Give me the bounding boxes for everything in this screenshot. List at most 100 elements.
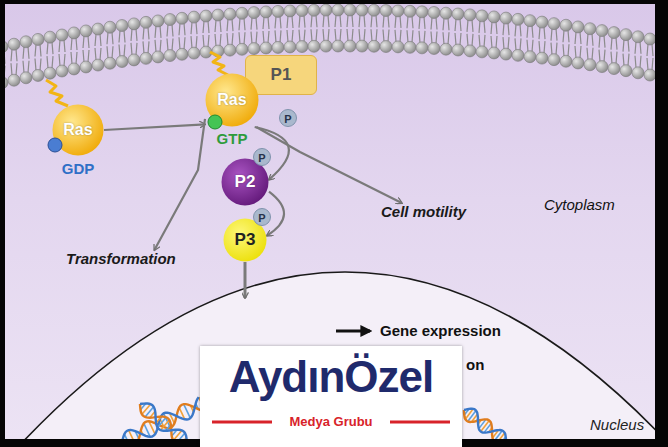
lipid-tail [635,42,636,54]
lipid-head [260,42,272,54]
lipid-tail [40,44,41,56]
lipid-tail [95,48,96,60]
lipid-tail [556,29,557,41]
lipid-tail [491,22,492,34]
lipid-tail [508,37,509,49]
lipid-tail [635,56,636,68]
lipid-head [344,40,356,52]
lipid-tail [16,63,17,75]
lipid-tail [136,43,137,55]
lipid-head [140,52,152,64]
lipid-tail [263,31,264,43]
lipid-tail [424,17,425,29]
lipid-tail [515,38,516,50]
lipid-head [428,6,440,18]
lipid-tail [311,15,312,27]
lipid-head [416,6,428,18]
lipid-head [320,4,332,16]
lipid-tail [419,17,420,29]
lipid-tail [412,30,413,42]
protein-name: Ras [63,121,92,139]
lipid-head [620,65,632,77]
signal-arrow [154,119,205,250]
lipid-tail [203,35,204,47]
lipid-tail [112,32,113,44]
lipid-tail [455,19,456,31]
lipid-head [8,74,20,86]
lipid-head [608,27,620,39]
lipid-tail [119,45,120,57]
lipid-head [380,41,392,53]
lipid-head [572,21,584,33]
lipid-tail [220,20,221,32]
lipid-head [236,43,248,55]
lipid-tail [640,56,641,68]
lipid-head [560,55,572,67]
lipid-tail [611,38,612,50]
lipid-head [524,51,536,63]
annotation-label: Gene expression [380,322,501,339]
lipid-tail [251,18,252,30]
lipid-head [80,25,92,37]
lipid-tail [131,43,132,55]
lipid-tail [328,15,329,27]
lipid-tail [119,31,120,43]
lipid-tail [647,44,648,56]
lipid-tail [623,54,624,66]
lipid-tail [136,29,137,41]
lipid-tail [388,30,389,42]
lipid-tail [280,30,281,42]
nucleotide-label: GTP [217,130,248,147]
lipid-head [8,38,20,50]
lipid-tail [419,31,420,43]
lipid-head [32,33,44,45]
nucleotide-dot [48,138,62,152]
lipid-tail [275,16,276,28]
expression-arrow [336,330,370,333]
lipid-tail [155,40,156,52]
lipid-tail [215,34,216,46]
lipid-tail [652,58,653,70]
lipid-tail [124,31,125,43]
lipid-tail [340,15,341,27]
lipid-head [476,46,488,58]
lipid-head [536,16,548,28]
lipid-tail [563,44,564,56]
lipid-head [212,9,224,21]
lipid-tail [88,36,89,48]
lipid-tail [623,40,624,52]
protein-name: Ras [217,91,246,109]
lipid-tail [299,30,300,42]
lipid-head [320,40,332,52]
lipid-tail [556,43,557,55]
lipid-head [200,10,212,22]
lipid-tail [148,27,149,39]
lipid-head [416,42,428,54]
lipid-head [284,5,296,17]
lipid-head [80,61,92,73]
lipid-head [392,5,404,17]
lipid-tail [292,16,293,28]
lipid-tail [155,26,156,38]
lipid-head [536,52,548,64]
dna-backbone [122,404,205,439]
lipid-head [356,4,368,16]
lipid-tail [275,30,276,42]
protein-name: P1 [271,65,292,85]
lipid-tail [167,39,168,51]
lipid-tail [527,26,528,38]
dna-backbone [464,409,506,439]
lipid-tail [371,29,372,41]
lipid-head [92,23,104,35]
lipid-tail [11,49,12,61]
lipid-tail [287,16,288,28]
lipid-tail [527,40,528,52]
base-pair [468,411,476,422]
lipid-head [164,50,176,62]
lipid-head [20,36,32,48]
lipid-head [116,20,128,32]
lipid-head [404,41,416,53]
lipid-tail [460,19,461,31]
lipid-tail [59,54,60,66]
lipid-tail [400,16,401,28]
